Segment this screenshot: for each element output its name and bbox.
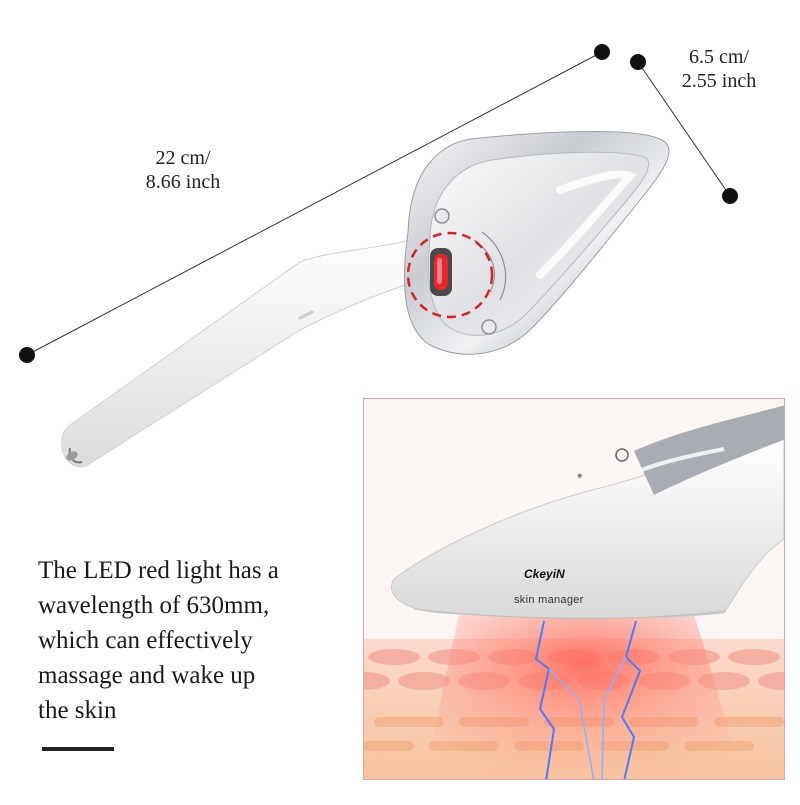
caption-line: The LED red light has a bbox=[38, 557, 279, 584]
lower-electrode-icon bbox=[481, 319, 497, 335]
power-icon[interactable] bbox=[615, 448, 629, 462]
length-cm: 22 cm/ bbox=[155, 147, 211, 169]
upper-electrode-icon bbox=[434, 208, 450, 224]
close-up-inset: ✷ CkeyiN skin manager bbox=[363, 398, 785, 780]
led-highlight-ring bbox=[406, 231, 494, 319]
width-dimension-line bbox=[630, 54, 738, 204]
caption-underline bbox=[42, 747, 114, 751]
feature-caption: The LED red light has a wavelength of 63… bbox=[38, 553, 358, 728]
width-dimension-label: 6.5 cm/ 2.55 inch bbox=[654, 45, 784, 93]
brand-logo: CkeyiN bbox=[524, 567, 565, 581]
skin-illustration: ✷ bbox=[364, 399, 784, 779]
length-inch: 8.66 inch bbox=[145, 171, 221, 193]
light-mode-icon: ✷ bbox=[576, 472, 584, 482]
caption-line: the skin bbox=[38, 697, 117, 724]
caption-line: massage and wake up bbox=[38, 662, 256, 689]
length-dimension-label: 22 cm/ 8.66 inch bbox=[118, 146, 248, 194]
caption-line: which can effectively bbox=[38, 627, 253, 654]
caption-line: wavelength of 630mm, bbox=[38, 592, 270, 619]
inset-device-body bbox=[391, 438, 784, 619]
red-led-light-icon bbox=[430, 248, 452, 296]
width-inch: 2.55 inch bbox=[681, 70, 757, 92]
product-label: skin manager bbox=[514, 594, 584, 606]
length-dimension-line bbox=[19, 44, 610, 363]
width-cm: 6.5 cm/ bbox=[689, 46, 749, 68]
